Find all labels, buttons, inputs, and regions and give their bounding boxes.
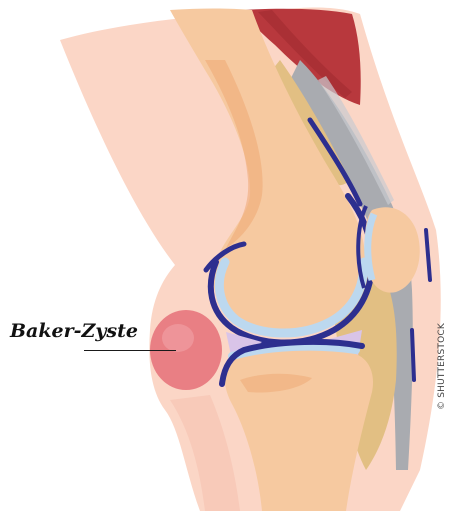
watermark: © SHUTTERSTOCK — [437, 323, 447, 410]
posterior-ligament — [412, 330, 414, 380]
cyst-label: Baker-Zyste — [10, 320, 138, 342]
label-leader-line — [84, 350, 176, 351]
baker-cyst-highlight — [162, 324, 194, 352]
